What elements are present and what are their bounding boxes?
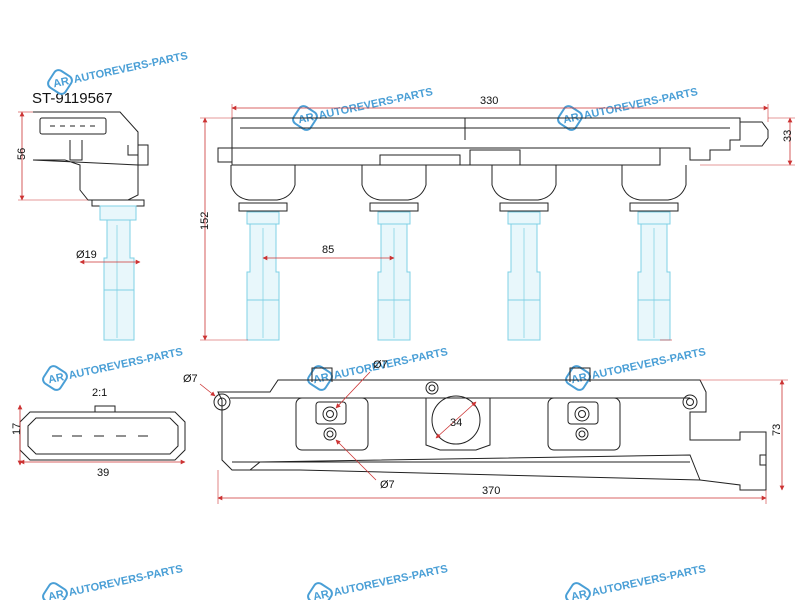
watermark-logo-8: AR AUTOREVERS-PARTS (307, 563, 449, 600)
side-boot (103, 219, 135, 341)
dim-connector-scale: 2:1 (92, 387, 107, 399)
dim-bottom-length: 370 (482, 485, 500, 497)
coil-head (230, 165, 296, 201)
coil-collar (238, 202, 288, 212)
connector-view (19, 405, 186, 461)
watermark-text: AUTOREVERS-PARTS (583, 86, 699, 122)
port-1 (295, 397, 369, 451)
side-collar (99, 205, 137, 221)
coil-rail-front (231, 117, 741, 166)
side-view (32, 111, 149, 341)
front-view (217, 117, 769, 166)
coil-head (491, 165, 557, 201)
coil-4 (621, 165, 687, 341)
watermark-logo-letters: AR (47, 588, 65, 600)
watermark-text: AUTOREVERS-PARTS (68, 563, 184, 599)
dim-connector-width: 39 (97, 467, 109, 479)
dim-hole-diameter-top: Ø7 (373, 359, 388, 371)
watermark-text: AUTOREVERS-PARTS (591, 563, 707, 599)
dim-boot-diameter: Ø19 (76, 249, 97, 261)
watermark-logo-4: AR AUTOREVERS-PARTS (42, 346, 184, 391)
rail-connector-front (740, 121, 769, 147)
port-3 (547, 397, 621, 451)
watermark-text: AUTOREVERS-PARTS (591, 346, 707, 382)
watermark-logo-7: AR AUTOREVERS-PARTS (42, 563, 184, 600)
part-number: ST-9119567 (32, 90, 113, 107)
coils-front (230, 165, 687, 341)
coil-collar (369, 202, 419, 212)
center-port (425, 397, 491, 451)
watermark-logo-letters: AR (52, 75, 70, 90)
watermark-logo-1: AR AUTOREVERS-PARTS (292, 86, 434, 131)
left-mount-hole (213, 393, 231, 411)
watermark-logo-letters: AR (47, 371, 65, 386)
dim-bottom-height: 73 (771, 424, 783, 436)
coil-collar (629, 202, 679, 212)
bottom-view (213, 367, 767, 491)
coil-1 (230, 165, 296, 341)
watermark-logo-9: AR AUTOREVERS-PARTS (565, 563, 707, 600)
watermark-text: AUTOREVERS-PARTS (68, 346, 184, 382)
coil-2 (361, 165, 427, 341)
dim-top-height: 33 (782, 130, 794, 142)
watermark-logo-3: AR AUTOREVERS-PARTS (47, 50, 189, 95)
bottom-dims: Ø7 Ø7 Ø7 34 370 73 (183, 359, 788, 504)
dim-hole-diameter-left: Ø7 (183, 373, 198, 385)
watermark-text: AUTOREVERS-PARTS (333, 563, 449, 599)
watermark-group: AR AUTOREVERS-PARTS AR AUTOREVERS-PARTS … (42, 50, 707, 600)
connector-dims: 2:1 17 39 (11, 387, 186, 479)
side-connector-outline (39, 117, 107, 135)
coil-seal (507, 211, 541, 225)
watermark-text: AUTOREVERS-PARTS (333, 346, 449, 382)
coil-head (621, 165, 687, 201)
watermark-text: AUTOREVERS-PARTS (73, 50, 189, 86)
dim-total-length-top: 330 (480, 95, 498, 107)
watermark-logo-letters: AR (312, 371, 330, 386)
coil-seal (246, 211, 280, 225)
coil-collar (499, 202, 549, 212)
coil-rail-bottom (217, 379, 767, 491)
watermark-text: AUTOREVERS-PARTS (318, 86, 434, 122)
watermark-logo-letters: AR (562, 111, 580, 126)
coil-seal (377, 211, 411, 225)
watermark-logo-letters: AR (312, 588, 330, 600)
dim-connector-height: 17 (11, 423, 23, 435)
watermark-logo-letters: AR (297, 111, 315, 126)
coil-head-side (32, 111, 149, 201)
dim-side-height: 56 (16, 148, 28, 160)
watermark-logo-2: AR AUTOREVERS-PARTS (557, 86, 699, 131)
coil-seal (637, 211, 671, 225)
watermark-logo-letters: AR (570, 588, 588, 600)
front-dims: 330 152 85 33 (199, 95, 795, 341)
dim-hole-diameter-bottom: Ø7 (380, 479, 395, 491)
dim-center-diameter: 34 (450, 417, 462, 429)
side-dims: 56 Ø19 (16, 111, 141, 265)
watermark-logo-letters: AR (570, 371, 588, 386)
coil-3 (491, 165, 557, 341)
coil-head (361, 165, 427, 201)
dim-height-total: 152 (199, 212, 211, 230)
watermark-logo-6: AR AUTOREVERS-PARTS (565, 346, 707, 391)
dim-pitch: 85 (322, 244, 334, 256)
